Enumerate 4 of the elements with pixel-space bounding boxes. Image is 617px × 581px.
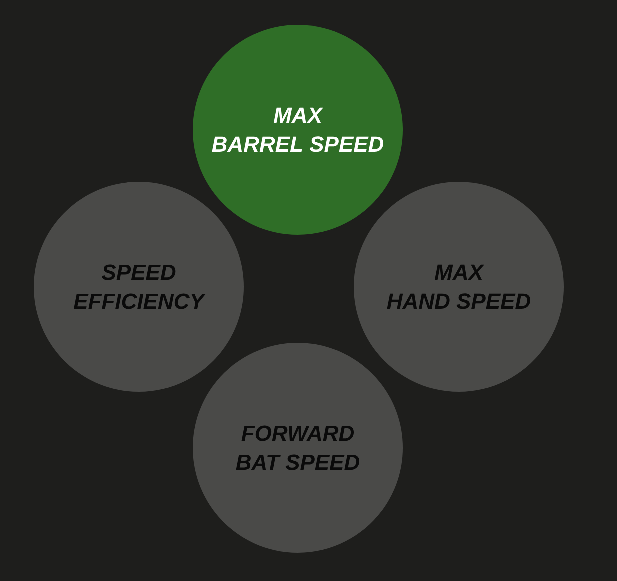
circle-node: MAX BARREL SPEED [193,25,403,235]
circle-node: FORWARD BAT SPEED [193,343,403,553]
circle-node: SPEED EFFICIENCY [34,182,244,392]
circle-node: MAX HAND SPEED [354,182,564,392]
